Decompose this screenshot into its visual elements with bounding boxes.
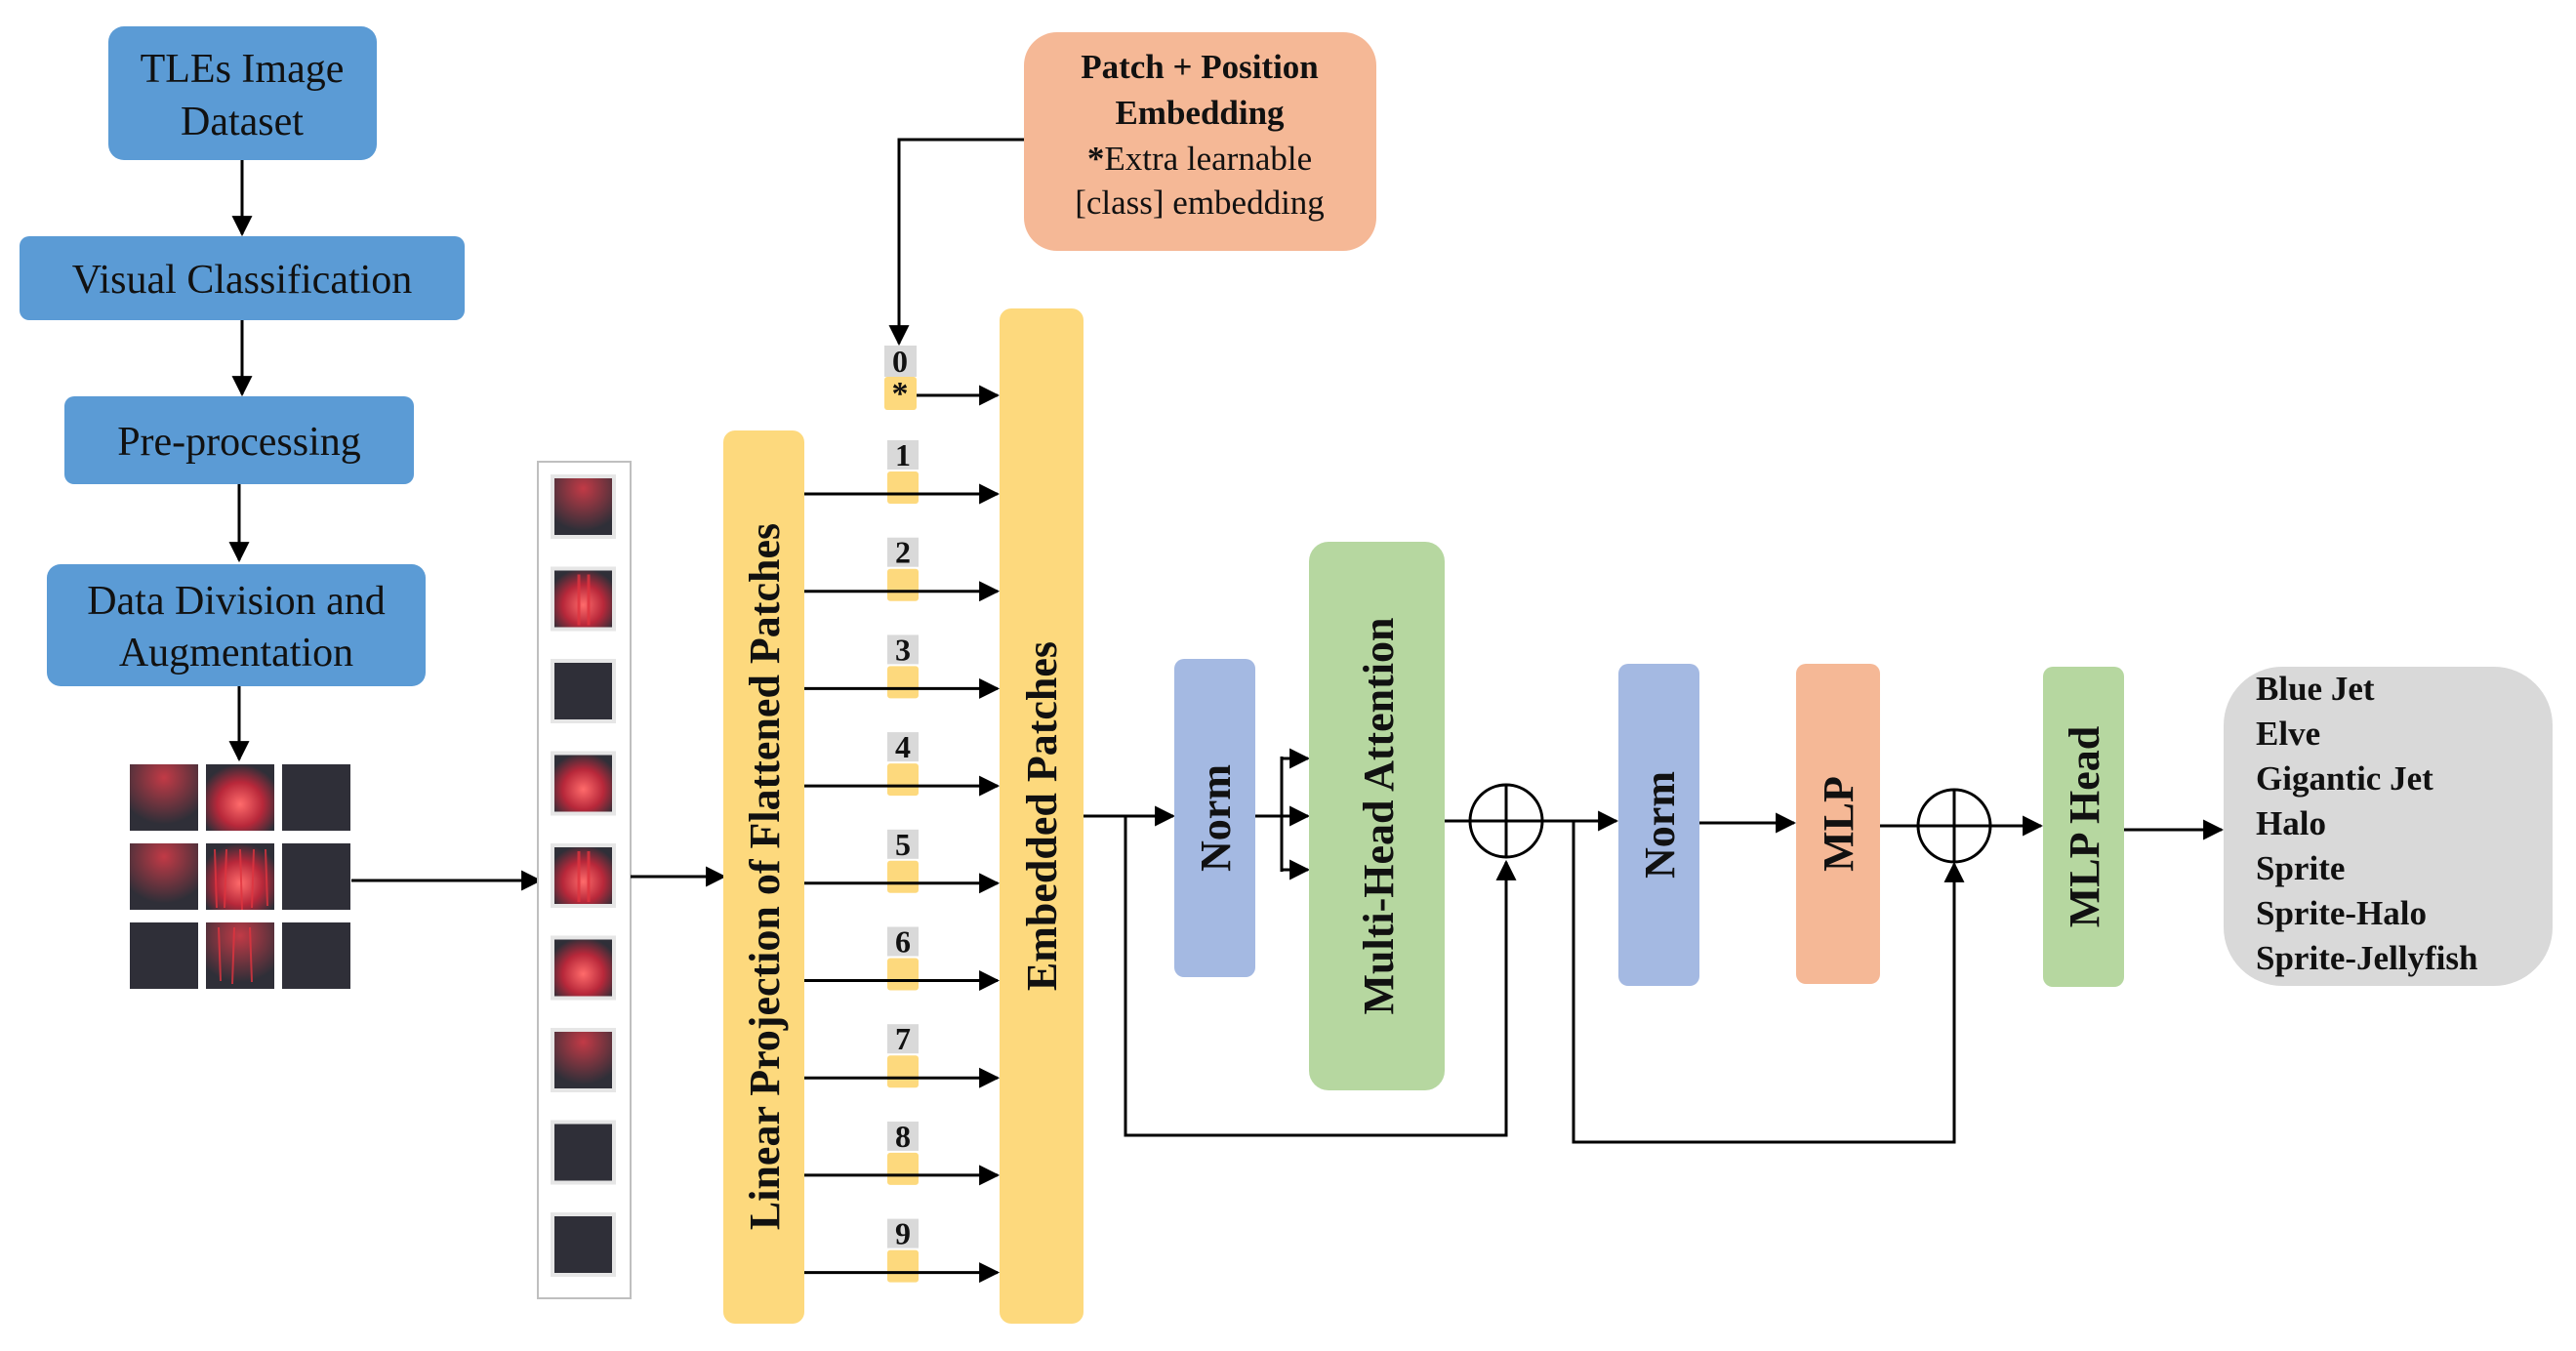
visual-classification-box [20, 236, 465, 320]
patch-tokens: 1 2 3 4 5 6 7 8 9 [804, 437, 1001, 1284]
embedding-note-line1: *Extra learnable [1087, 140, 1312, 178]
data-division-label-line1: Data Division and [87, 579, 386, 624]
embedding-title-line1: Patch + Position [1081, 48, 1319, 86]
patch-token-index: 3 [895, 632, 911, 667]
pipeline: TLEs Image Dataset Visual Classification… [20, 26, 465, 762]
data-division-box [47, 564, 426, 686]
mlp-head-label: MLP Head [2061, 726, 2108, 928]
dataset-label-line1: TLEs Image [141, 47, 345, 92]
patch-token: 7 [804, 1021, 1001, 1088]
patch-token: 1 [804, 437, 1001, 505]
class-token-mark: * [892, 376, 909, 412]
patch-token: 5 [804, 827, 1001, 894]
multi-head-attention-label: Multi-Head Attention [1355, 618, 1403, 1015]
patch-token-index: 7 [895, 1021, 911, 1056]
output-class-label: Sprite-Halo [2256, 894, 2427, 932]
patch-thumbnail [551, 751, 616, 816]
residual-connection-2 [1572, 821, 1965, 1144]
embedding-note-text: Extra learnable [1104, 140, 1312, 178]
mlp-head-box [2043, 667, 2124, 987]
patch-token-index: 6 [895, 924, 911, 960]
patch-thumbnail [551, 843, 616, 908]
patch-thumbnail [551, 566, 616, 632]
arrow-embedding-to-class-token [888, 138, 1024, 347]
patch-token: 3 [804, 632, 1001, 699]
linear-projection-bar [723, 430, 804, 1324]
mlp-box [1796, 664, 1880, 984]
visual-classification-label: Visual Classification [72, 258, 413, 303]
data-division-label-line2: Augmentation [119, 631, 353, 676]
patch-token: 4 [804, 729, 1001, 797]
flattened-patch-column [537, 461, 632, 1299]
embedding-title-line2: Embedding [1115, 94, 1285, 132]
embedding-note-line2: [class] embedding [1075, 184, 1325, 222]
patch-token: 8 [804, 1119, 1001, 1186]
patch-token-index: 5 [895, 827, 911, 862]
class-token: 0 * [884, 344, 1001, 412]
patch-position-embedding-box [1024, 32, 1376, 251]
patch-thumbnail [551, 474, 616, 539]
patch-thumbnail [551, 1028, 616, 1092]
patch-token-index: 4 [895, 729, 911, 764]
dataset-box [108, 26, 377, 160]
patch-token-index: 8 [895, 1119, 911, 1154]
embedding-star: * [1087, 140, 1105, 178]
patch-thumbnail [551, 1120, 616, 1185]
norm-label-2: Norm [1636, 771, 1684, 879]
output-class-label: Halo [2256, 804, 2326, 842]
linear-projection-label: Linear Projection of Flattened Patches [741, 523, 789, 1230]
output-class-label: Elve [2256, 715, 2320, 753]
norm-box-2 [1618, 664, 1699, 986]
output-class-label: Sprite [2256, 849, 2345, 887]
preprocessing-label: Pre-processing [117, 420, 361, 465]
output-class-label: Gigantic Jet [2256, 759, 2433, 798]
residual-connection-1 [1124, 816, 1517, 1137]
dataset-label-line2: Dataset [181, 100, 304, 144]
tle-image-patch-grid [130, 764, 350, 989]
patch-token-index: 1 [895, 437, 911, 472]
embedded-patches-bar [1000, 308, 1084, 1324]
add-icon-2 [1916, 788, 1992, 864]
patch-token: 6 [804, 924, 1001, 991]
add-icon-1 [1468, 783, 1544, 859]
output-classes-box [2224, 667, 2553, 986]
patch-thumbnail [551, 659, 616, 723]
norm-label-1: Norm [1192, 764, 1240, 872]
embedded-patches-label: Embedded Patches [1018, 641, 1066, 991]
patch-token-index: 2 [895, 535, 911, 570]
norm-box-1 [1174, 659, 1255, 977]
patch-thumbnail [551, 1212, 616, 1277]
multi-head-attention-box [1309, 542, 1445, 1090]
output-class-label: Sprite-Jellyfish [2256, 939, 2477, 977]
patch-token-index: 9 [895, 1216, 911, 1251]
patch-thumbnail [551, 935, 616, 1001]
patch-token: 2 [804, 535, 1001, 602]
class-token-index: 0 [892, 344, 908, 379]
preprocessing-box [64, 396, 414, 484]
mlp-label: MLP [1815, 776, 1862, 872]
output-class-label: Blue Jet [2256, 670, 2375, 708]
patch-token: 9 [804, 1216, 1001, 1284]
